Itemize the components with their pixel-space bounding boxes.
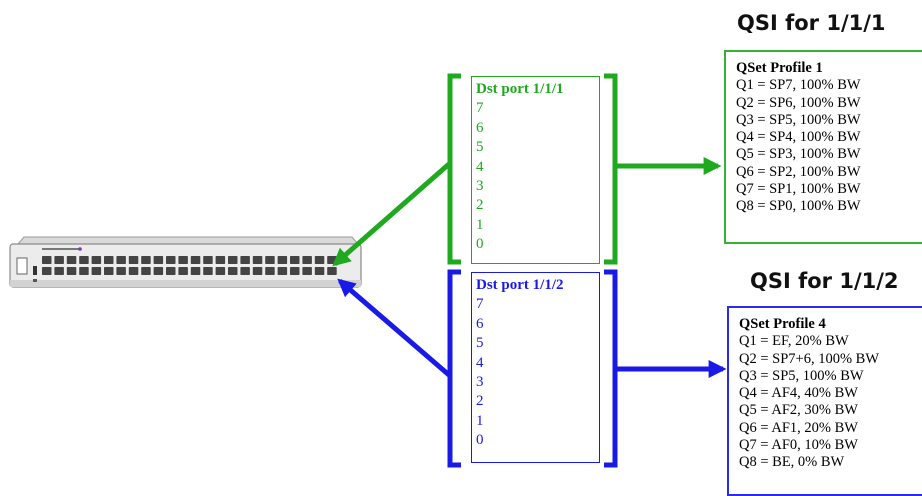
switch-port bbox=[141, 267, 151, 275]
arrow-port1-to-switch bbox=[335, 164, 449, 264]
switch-port bbox=[203, 256, 213, 264]
qsi2-queue-q8: Q8 = BE, 0% BW bbox=[739, 454, 922, 471]
port1-left-bracket bbox=[450, 76, 461, 262]
port2-priority-4: 4 bbox=[476, 354, 599, 373]
switch-port bbox=[141, 256, 151, 264]
port1-priority-4: 4 bbox=[476, 158, 599, 177]
qsi2-heading: QSI for 1/1/2 bbox=[750, 269, 899, 293]
qsi1-heading: QSI for 1/1/1 bbox=[737, 11, 886, 35]
switch-port bbox=[302, 256, 312, 264]
switch-port bbox=[67, 256, 77, 264]
switch-port bbox=[178, 256, 188, 264]
switch-port bbox=[228, 256, 238, 264]
qsi1-queue-q7: Q7 = SP1, 100% BW bbox=[736, 181, 922, 198]
port1-right-bracket bbox=[604, 76, 615, 262]
port1-priority-3: 3 bbox=[476, 177, 599, 196]
switch-port bbox=[166, 267, 176, 275]
port2-left-bracket bbox=[450, 272, 461, 465]
port2-title: Dst port 1/1/2 bbox=[476, 276, 599, 295]
port1-priority-2: 2 bbox=[476, 196, 599, 215]
port1-priority-6: 6 bbox=[476, 119, 599, 138]
port2-priority-1: 1 bbox=[476, 412, 599, 431]
port1-title: Dst port 1/1/1 bbox=[476, 80, 599, 99]
switch-port bbox=[42, 267, 52, 275]
arrow-port2-to-switch bbox=[340, 281, 449, 375]
qset-profile-1-box: QSet Profile 1 Q1 = SP7, 100% BW Q2 = SP… bbox=[724, 50, 922, 244]
switch-port bbox=[67, 267, 77, 275]
switch-port bbox=[154, 256, 164, 264]
qset-profile-1-title: QSet Profile 1 bbox=[736, 60, 922, 77]
port2-priority-5: 5 bbox=[476, 334, 599, 353]
switch-port bbox=[278, 256, 288, 264]
network-switch-icon bbox=[10, 237, 361, 287]
switch-port bbox=[166, 256, 176, 264]
switch-port bbox=[191, 267, 201, 275]
qset-profile-4-title: QSet Profile 4 bbox=[739, 316, 922, 333]
switch-port bbox=[265, 256, 275, 264]
switch-port bbox=[178, 267, 188, 275]
qsi2-queue-q3: Q3 = SP5, 100% BW bbox=[739, 368, 922, 385]
port1-box: Dst port 1/1/1 7 6 5 4 3 2 1 0 bbox=[471, 76, 600, 264]
port2-priority-2: 2 bbox=[476, 392, 599, 411]
qsi2-queue-q6: Q6 = AF1, 20% BW bbox=[739, 420, 922, 437]
switch-port bbox=[129, 256, 139, 264]
port1-priority-0: 0 bbox=[476, 235, 599, 254]
switch-port bbox=[315, 256, 325, 264]
switch-port bbox=[216, 267, 226, 275]
switch-port bbox=[315, 267, 325, 275]
switch-port bbox=[92, 256, 102, 264]
switch-port bbox=[290, 256, 300, 264]
switch-port bbox=[116, 256, 126, 264]
qsi1-queue-q4: Q4 = SP4, 100% BW bbox=[736, 129, 922, 146]
switch-port bbox=[54, 256, 64, 264]
qset-profile-4-box: QSet Profile 4 Q1 = EF, 20% BW Q2 = SP7+… bbox=[727, 306, 922, 496]
qsi2-queue-q2: Q2 = SP7+6, 100% BW bbox=[739, 351, 922, 368]
switch-port bbox=[129, 267, 139, 275]
switch-port bbox=[290, 267, 300, 275]
switch-port bbox=[116, 267, 126, 275]
switch-port bbox=[104, 267, 114, 275]
qsi1-queue-q6: Q6 = SP2, 100% BW bbox=[736, 164, 922, 181]
switch-port bbox=[278, 267, 288, 275]
port2-box: Dst port 1/1/2 7 6 5 4 3 2 1 0 bbox=[471, 272, 600, 463]
port2-priority-7: 7 bbox=[476, 295, 599, 314]
switch-port bbox=[240, 267, 250, 275]
switch-port bbox=[203, 267, 213, 275]
switch-port bbox=[104, 256, 114, 264]
port2-priority-0: 0 bbox=[476, 431, 599, 450]
switch-port bbox=[92, 267, 102, 275]
port1-priority-5: 5 bbox=[476, 138, 599, 157]
switch-port bbox=[228, 267, 238, 275]
qsi2-queue-q5: Q5 = AF2, 30% BW bbox=[739, 402, 922, 419]
port1-priority-7: 7 bbox=[476, 99, 599, 118]
switch-port bbox=[79, 267, 89, 275]
port2-right-bracket bbox=[604, 272, 615, 465]
switch-port bbox=[191, 256, 201, 264]
switch-port bbox=[79, 256, 89, 264]
switch-port bbox=[253, 256, 262, 264]
qsi2-queue-q1: Q1 = EF, 20% BW bbox=[739, 333, 922, 350]
qsi1-queue-q8: Q8 = SP0, 100% BW bbox=[736, 198, 922, 215]
qsi2-queue-q7: Q7 = AF0, 10% BW bbox=[739, 437, 922, 454]
qsi1-queue-q2: Q2 = SP6, 100% BW bbox=[736, 95, 922, 112]
switch-port bbox=[253, 267, 262, 275]
port2-priority-3: 3 bbox=[476, 373, 599, 392]
switch-port bbox=[327, 267, 337, 275]
switch-port bbox=[216, 256, 226, 264]
qsi1-queue-q5: Q5 = SP3, 100% BW bbox=[736, 146, 922, 163]
switch-port bbox=[302, 267, 312, 275]
port2-priority-6: 6 bbox=[476, 315, 599, 334]
switch-port bbox=[240, 256, 250, 264]
switch-port bbox=[154, 267, 164, 275]
switch-port bbox=[265, 267, 275, 275]
qsi2-queue-q4: Q4 = AF4, 40% BW bbox=[739, 385, 922, 402]
qsi1-queue-q3: Q3 = SP5, 100% BW bbox=[736, 112, 922, 129]
switch-port bbox=[42, 256, 52, 264]
qsi1-queue-q1: Q1 = SP7, 100% BW bbox=[736, 77, 922, 94]
switch-port bbox=[54, 267, 64, 275]
port1-priority-1: 1 bbox=[476, 216, 599, 235]
